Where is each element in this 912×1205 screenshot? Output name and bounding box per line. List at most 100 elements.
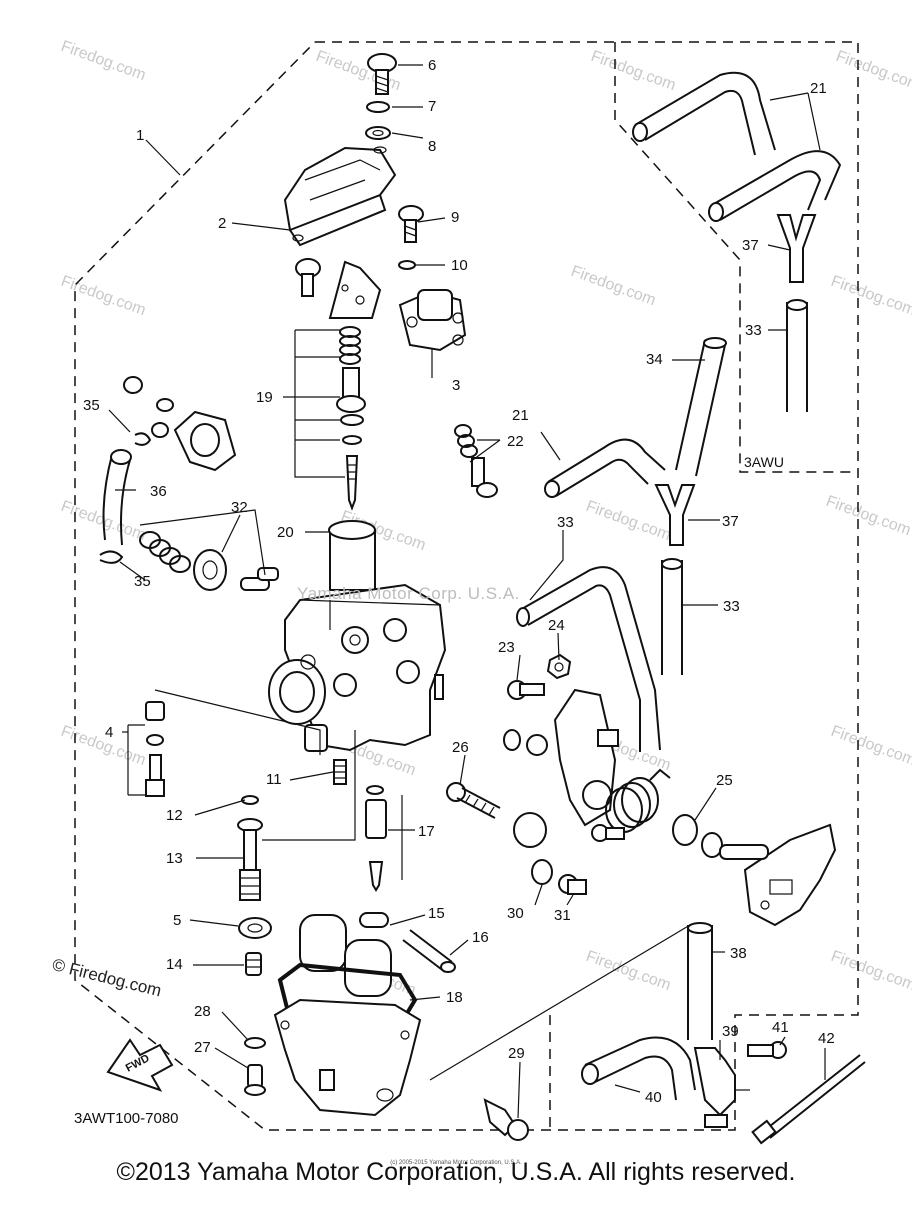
callout-10: 10 — [451, 257, 468, 274]
callout-34: 34 — [646, 351, 663, 368]
callout-28: 28 — [194, 1003, 211, 1020]
plug-5-14 — [238, 917, 272, 976]
callout-11: 11 — [266, 771, 282, 788]
callout-30: 30 — [507, 905, 524, 922]
screw-23-nut-24 — [507, 653, 572, 700]
outline-dashed — [74, 41, 859, 1131]
choke-plunger — [139, 509, 279, 591]
callout-4: 4 — [105, 724, 113, 741]
inset-label: 3AWU — [744, 454, 784, 470]
drain-screw — [244, 1037, 266, 1096]
inset-3awu-outline — [614, 42, 858, 473]
throttle-plate — [295, 258, 382, 319]
callout-1: 1 — [136, 127, 144, 144]
callout-38: 38 — [730, 945, 747, 962]
callout-9: 9 — [451, 209, 459, 226]
plain-washer — [365, 126, 391, 140]
watermark-text: Firedog.com — [59, 38, 148, 84]
needle-valve — [262, 730, 403, 892]
callout-25: 25 — [716, 772, 733, 789]
group-bracket — [294, 329, 345, 478]
diagram-code: 3AWT100-7080 — [74, 1110, 179, 1127]
throttle-spring — [605, 768, 723, 858]
vent-hose-38 — [429, 922, 713, 1081]
watermark-text: Firedog.com — [59, 273, 148, 319]
center-watermark: Yamaha Motor Corp. U.S.A. — [297, 584, 520, 603]
callout-29: 29 — [508, 1045, 525, 1062]
callout-13: 13 — [166, 850, 183, 867]
y-joint-mid — [654, 484, 696, 546]
callout-39: 39 — [722, 1023, 739, 1040]
callout-35-top: 35 — [83, 397, 100, 414]
bowl-screw — [483, 1098, 529, 1141]
copyright-footer: ©2013 Yamaha Motor Corporation, U.S.A. A… — [116, 1158, 796, 1186]
callout-14: 14 — [166, 956, 183, 973]
watermark-text: Firedog.com — [589, 48, 678, 94]
needle-jet — [237, 795, 263, 901]
vent-hose-mid — [544, 438, 666, 498]
callout-42: 42 — [818, 1030, 835, 1047]
carburetor-body — [268, 520, 447, 752]
assembly-outline — [74, 41, 859, 1131]
watermark-text: Firedog.com — [584, 948, 673, 994]
jet-4 — [127, 689, 321, 797]
slide-internals — [336, 326, 366, 511]
callout-8: 8 — [428, 138, 436, 155]
callout-20: 20 — [277, 524, 294, 541]
watermark-text: Firedog.com — [834, 48, 912, 94]
callout-23: 23 — [498, 639, 515, 656]
callout-27: 27 — [194, 1039, 211, 1056]
callout-26: 26 — [452, 739, 469, 756]
callout-6: 6 — [428, 57, 436, 74]
vent-hoses-33 — [516, 558, 683, 752]
callout-3: 3 — [452, 377, 460, 394]
callout-21-inset: 21 — [810, 80, 827, 97]
callout-22: 22 — [507, 433, 524, 450]
throttle-bracket — [503, 688, 619, 827]
top-cover — [283, 146, 397, 247]
callout-16: 16 — [472, 929, 489, 946]
callout-33-mid: 33 — [557, 514, 574, 531]
watermark-text: Firedog.com — [584, 498, 673, 544]
inset-3awu-parts — [632, 71, 842, 412]
callout-40: 40 — [645, 1089, 662, 1106]
watermark-text: Firedog.com — [829, 723, 912, 769]
callout-37-mid: 37 — [722, 513, 739, 530]
fwd-arrow: FWD — [106, 1038, 174, 1092]
watermark-text: Firedog.com — [569, 263, 658, 309]
watermark-text: Firedog.com — [829, 948, 912, 994]
watermark-text: Firedog.com — [829, 273, 912, 319]
leader-lines — [108, 64, 826, 1119]
washer-screw-30-31 — [531, 824, 625, 895]
callout-33-right: 33 — [723, 598, 740, 615]
float-bowl-assembly — [273, 912, 456, 1117]
callout-32: 32 — [231, 499, 248, 516]
callout-2: 2 — [218, 215, 226, 232]
callout-36: 36 — [150, 483, 167, 500]
footer-small-print: (c) 2005-2015 Yamaha Motor Corporation, … — [390, 1160, 522, 1166]
left-hose-assembly — [99, 376, 237, 564]
callout-33-inset: 33 — [745, 322, 762, 339]
vent-hose-34 — [675, 337, 727, 477]
callout-41: 41 — [772, 1019, 789, 1036]
lower-inset-parts — [581, 1036, 866, 1145]
callout-labels: 1 2 3 4 5 6 7 8 9 10 11 12 13 14 15 16 1… — [83, 57, 835, 1106]
callout-24: 24 — [548, 617, 565, 634]
callout-12: 12 — [166, 807, 183, 824]
top-screw-group — [365, 53, 397, 140]
callout-31: 31 — [554, 907, 571, 924]
callout-21-mid: 21 — [512, 407, 529, 424]
screw-9-group — [398, 205, 424, 270]
pilot-screw — [454, 424, 498, 498]
throttle-stop-screw — [446, 782, 547, 848]
callout-17: 17 — [418, 823, 435, 840]
callout-35-bottom: 35 — [134, 573, 151, 590]
callout-18: 18 — [446, 989, 463, 1006]
throttle-sensor — [398, 289, 467, 352]
callout-15: 15 — [428, 905, 445, 922]
callout-7: 7 — [428, 98, 436, 115]
jet-11 — [333, 759, 347, 785]
throttle-lever — [719, 823, 837, 927]
